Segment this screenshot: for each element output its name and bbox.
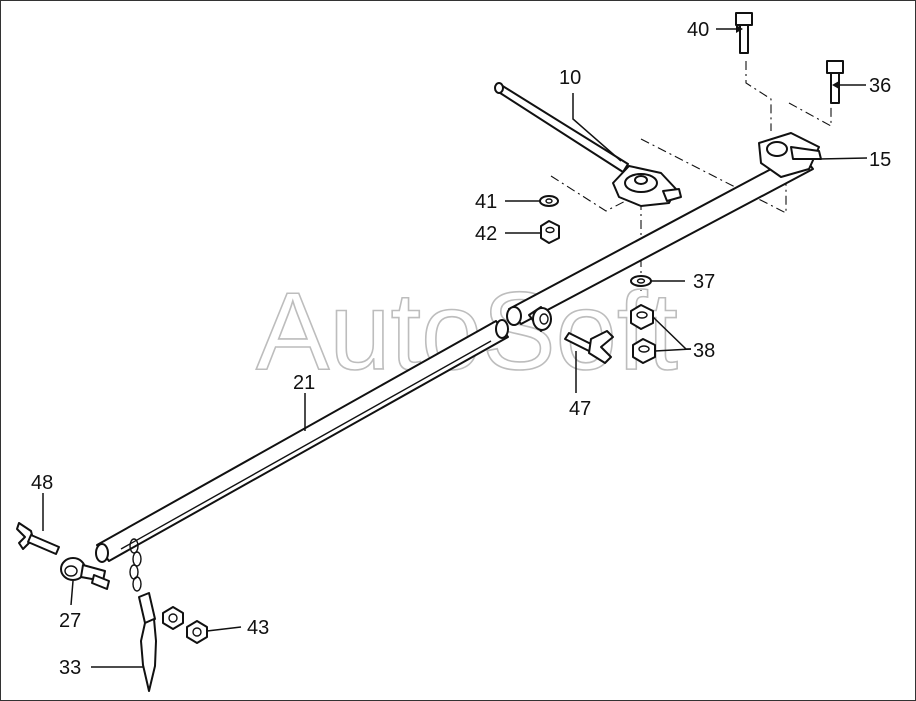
- callout-48: 48: [31, 472, 53, 494]
- leader-arrowheads: [736, 25, 839, 89]
- part-10-rod-bracket: [494, 82, 682, 207]
- part-15-upper-tube: [506, 132, 822, 332]
- callout-40: 40: [687, 19, 709, 41]
- callout-42: 42: [475, 223, 497, 245]
- callout-41: 41: [475, 191, 497, 213]
- callout-15: 15: [869, 149, 891, 171]
- part-37-washer: [630, 275, 652, 287]
- callout-43: 43: [247, 617, 269, 639]
- part-33-marker-blade: [138, 592, 157, 692]
- callout-21: 21: [293, 372, 315, 394]
- leader-lines: [42, 28, 868, 668]
- callout-38: 38: [693, 340, 715, 362]
- callout-10: 10: [559, 67, 581, 89]
- callout-27: 27: [59, 610, 81, 632]
- callout-labels: 40 36 10 15 41 42 37 38 47 21 48 27 43 3…: [31, 19, 891, 679]
- watermark-text: AutoSoft: [256, 270, 678, 393]
- callout-37: 37: [693, 271, 715, 293]
- chain-links: [129, 538, 142, 592]
- part-47-wing-bolt: [564, 330, 614, 364]
- part-21-main-tube: [95, 319, 509, 563]
- part-38-nuts: [630, 304, 656, 364]
- part-42-nut: [540, 220, 560, 244]
- callout-33: 33: [59, 657, 81, 679]
- callout-47: 47: [569, 398, 591, 420]
- part-27-clamp: [60, 557, 110, 590]
- part-41-washer: [539, 195, 559, 207]
- callout-36: 36: [869, 75, 891, 97]
- part-40-bolt: [735, 12, 753, 54]
- part-43-nuts: [162, 606, 208, 644]
- part-36-bolt: [826, 60, 844, 104]
- part-48-wing-bolt: [16, 522, 60, 555]
